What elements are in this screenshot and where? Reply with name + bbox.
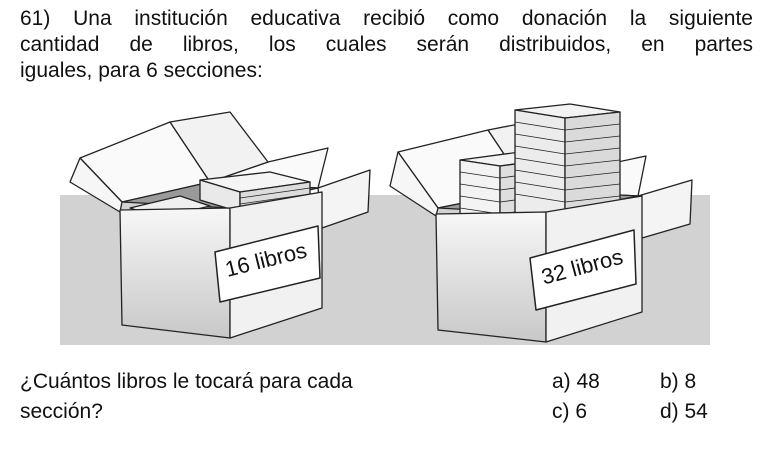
problem-line-1: 61) Una institución educativa recibió co… [20, 7, 753, 30]
option-b[interactable]: b) 8 [660, 370, 697, 393]
option-d[interactable]: d) 54 [660, 400, 708, 423]
option-a[interactable]: a) 48 [552, 370, 600, 393]
problem-statement: 61) Una institución educativa recibió co… [20, 6, 753, 84]
box-right [389, 103, 693, 343]
question: ¿Cuántos libros le tocará para cada secc… [20, 367, 353, 427]
box-left [69, 111, 371, 339]
question-line-2: sección? [20, 400, 103, 423]
problem-line-3: iguales, para 6 secciones: [20, 59, 263, 82]
question-line-1: ¿Cuántos libros le tocará para cada [20, 370, 353, 393]
book-boxes-illustration: 16 libros [60, 103, 710, 345]
problem-line-2: cantidad de libros, los cuales serán dis… [20, 33, 753, 56]
option-c[interactable]: c) 6 [552, 400, 588, 423]
